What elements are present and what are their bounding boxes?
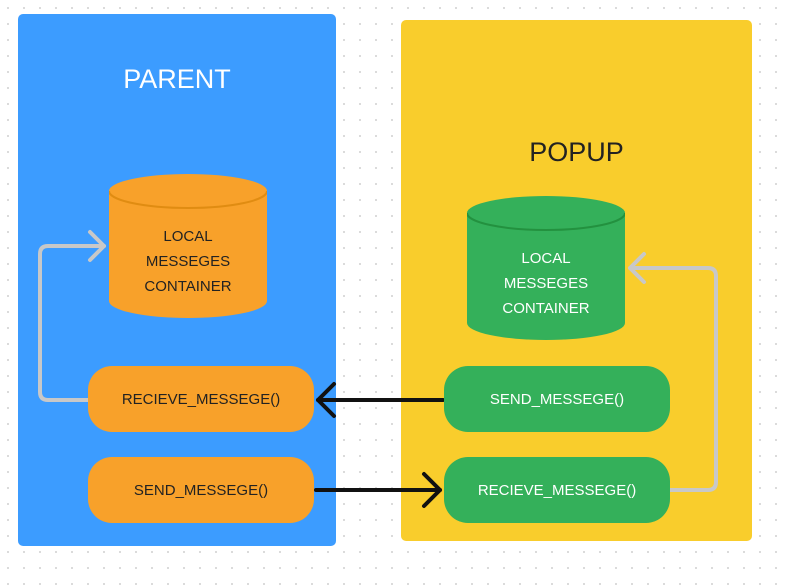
parent-send-message-node: SEND_MESSEGE() <box>88 457 314 523</box>
popup-title: POPUP <box>529 137 624 167</box>
storage-label-line1: LOCAL <box>163 228 213 245</box>
popup-store-loop-arrow <box>628 266 718 492</box>
database-cylinder-icon <box>109 174 267 318</box>
parent-receive-message-node: RECIEVE_MESSEGE() <box>88 366 314 432</box>
storage-label-line3: CONTAINER <box>144 278 232 295</box>
popup-store-loop-arrowhead <box>628 252 646 284</box>
parent-store-loop-arrow <box>38 244 106 402</box>
parent-title: PARENT <box>123 64 231 94</box>
storage-label-line2: MESSEGES <box>503 275 589 292</box>
storage-label-line1: LOCAL <box>521 250 571 267</box>
parent-local-messages-container: LOCAL MESSEGES CONTAINER <box>109 174 267 318</box>
popup-send-message-node: SEND_MESSEGE() <box>444 366 670 432</box>
popup-local-messages-container: LOCAL MESSEGES CONTAINER <box>467 196 625 340</box>
storage-label-line3: CONTAINER <box>502 300 590 317</box>
storage-label-line2: MESSEGES <box>145 253 231 270</box>
parent-store-loop-arrowhead <box>88 230 106 262</box>
popup-to-parent-arrowhead <box>316 382 336 418</box>
parent-to-popup-arrowhead <box>422 472 442 508</box>
popup-receive-message-node: RECIEVE_MESSEGE() <box>444 457 670 523</box>
database-cylinder-icon <box>467 196 625 340</box>
